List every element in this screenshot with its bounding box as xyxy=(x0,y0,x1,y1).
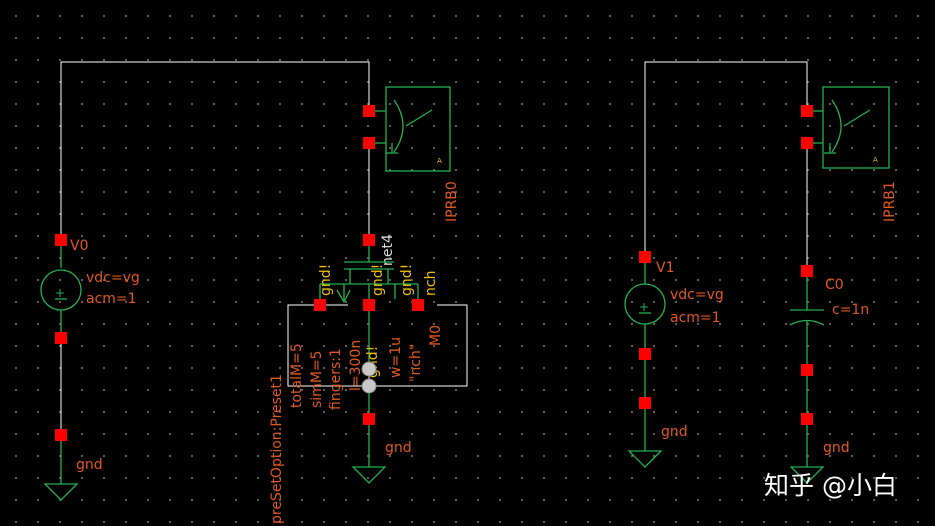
m0-param-w: w=1u xyxy=(388,337,404,378)
v1-name: V1 xyxy=(656,260,674,276)
source-v0[interactable]: + V0 vdc=vg acm=1 xyxy=(40,234,140,344)
ground-symbol-4[interactable]: gnd xyxy=(789,413,850,484)
left-circuit: + V0 vdc=vg acm=1 gnd A xyxy=(40,61,468,524)
net4-label: net4 xyxy=(380,234,396,266)
pin-m0-body[interactable] xyxy=(412,299,424,311)
pin-c0-bottom[interactable] xyxy=(801,364,813,376)
m0-pin-label-1: gnd! xyxy=(318,264,334,296)
source-v1[interactable]: + V1 vdc=vg acm=1 xyxy=(624,251,724,403)
m0-param-preset: preSetOption:Preset1 xyxy=(269,374,285,524)
transistor-m0[interactable]: gnd! gnd! gnd! nch preSetOption:Preset1 … xyxy=(269,246,444,524)
pin-net4[interactable] xyxy=(363,234,375,246)
m0-name: M0 xyxy=(428,325,444,346)
m0-param-fingers: fingers:1 xyxy=(328,348,344,410)
pin-iprb1-top[interactable] xyxy=(801,105,813,117)
c0-name: C0 xyxy=(825,277,844,293)
plus-icon: + xyxy=(639,300,649,314)
iprb0-name: IPRB0 xyxy=(444,181,460,222)
pin-v1-bottom[interactable] xyxy=(639,348,651,360)
iprb0-small-label: A xyxy=(437,157,442,165)
pin-v1-top[interactable] xyxy=(639,251,651,263)
pin-iprb0-bottom[interactable] xyxy=(363,137,375,149)
right-circuit: + V1 vdc=vg acm=1 gnd A xyxy=(624,61,898,484)
capacitor-c0[interactable]: C0 c=1n xyxy=(789,265,869,413)
m0-pin-label-4: nch xyxy=(423,271,439,296)
plus-icon: + xyxy=(55,286,65,300)
ground-symbol-2[interactable]: gnd xyxy=(351,393,412,484)
v1-param-1: vdc=vg xyxy=(670,287,724,303)
m0-param-totalm: totalM=5 xyxy=(289,343,305,408)
watermark: 知乎 @小白 xyxy=(764,471,897,500)
probe-iprb0[interactable]: A IPRB0 xyxy=(363,86,460,222)
v0-param-1: vdc=vg xyxy=(86,270,140,286)
pin-c0-top[interactable] xyxy=(801,265,813,277)
ground-symbol-1[interactable]: gnd xyxy=(43,429,103,501)
gnd-label-3: gnd xyxy=(661,424,688,440)
gnd-label-1: gnd xyxy=(76,457,103,473)
m0-pin-label-3: gnd! xyxy=(399,264,415,296)
pin-m0-source[interactable] xyxy=(363,299,375,311)
pin-v0-top[interactable] xyxy=(55,234,67,246)
pin-m0-gate[interactable] xyxy=(314,299,326,311)
terminal-dot-2[interactable] xyxy=(361,378,377,394)
iprb1-small-label: A xyxy=(873,156,878,164)
gnd-label-4: gnd xyxy=(823,440,850,456)
m0-param-model: "nch" xyxy=(408,344,424,382)
v1-param-2: acm=1 xyxy=(670,310,721,326)
wire-top-left[interactable] xyxy=(60,61,370,240)
iprb1-name: IPRB1 xyxy=(882,181,898,222)
probe-iprb1[interactable]: A IPRB1 xyxy=(801,86,898,222)
pin-iprb0-top[interactable] xyxy=(363,105,375,117)
terminal-dot-1[interactable] xyxy=(361,361,377,377)
wire-top-right[interactable] xyxy=(644,61,808,256)
v0-name: V0 xyxy=(70,238,88,254)
ground-symbol-3[interactable]: gnd xyxy=(627,397,688,468)
m0-param-simm: simM=5 xyxy=(309,350,325,408)
wire-body-loop[interactable] xyxy=(368,304,468,387)
c0-param: c=1n xyxy=(832,302,869,318)
m0-pin-label-2: gnd! xyxy=(370,264,386,296)
v0-param-2: acm=1 xyxy=(86,291,137,307)
m0-param-l: l=300n xyxy=(348,340,364,391)
gnd-label-2: gnd xyxy=(385,440,412,456)
pin-v0-bottom[interactable] xyxy=(55,332,67,344)
pin-iprb1-bottom[interactable] xyxy=(801,137,813,149)
